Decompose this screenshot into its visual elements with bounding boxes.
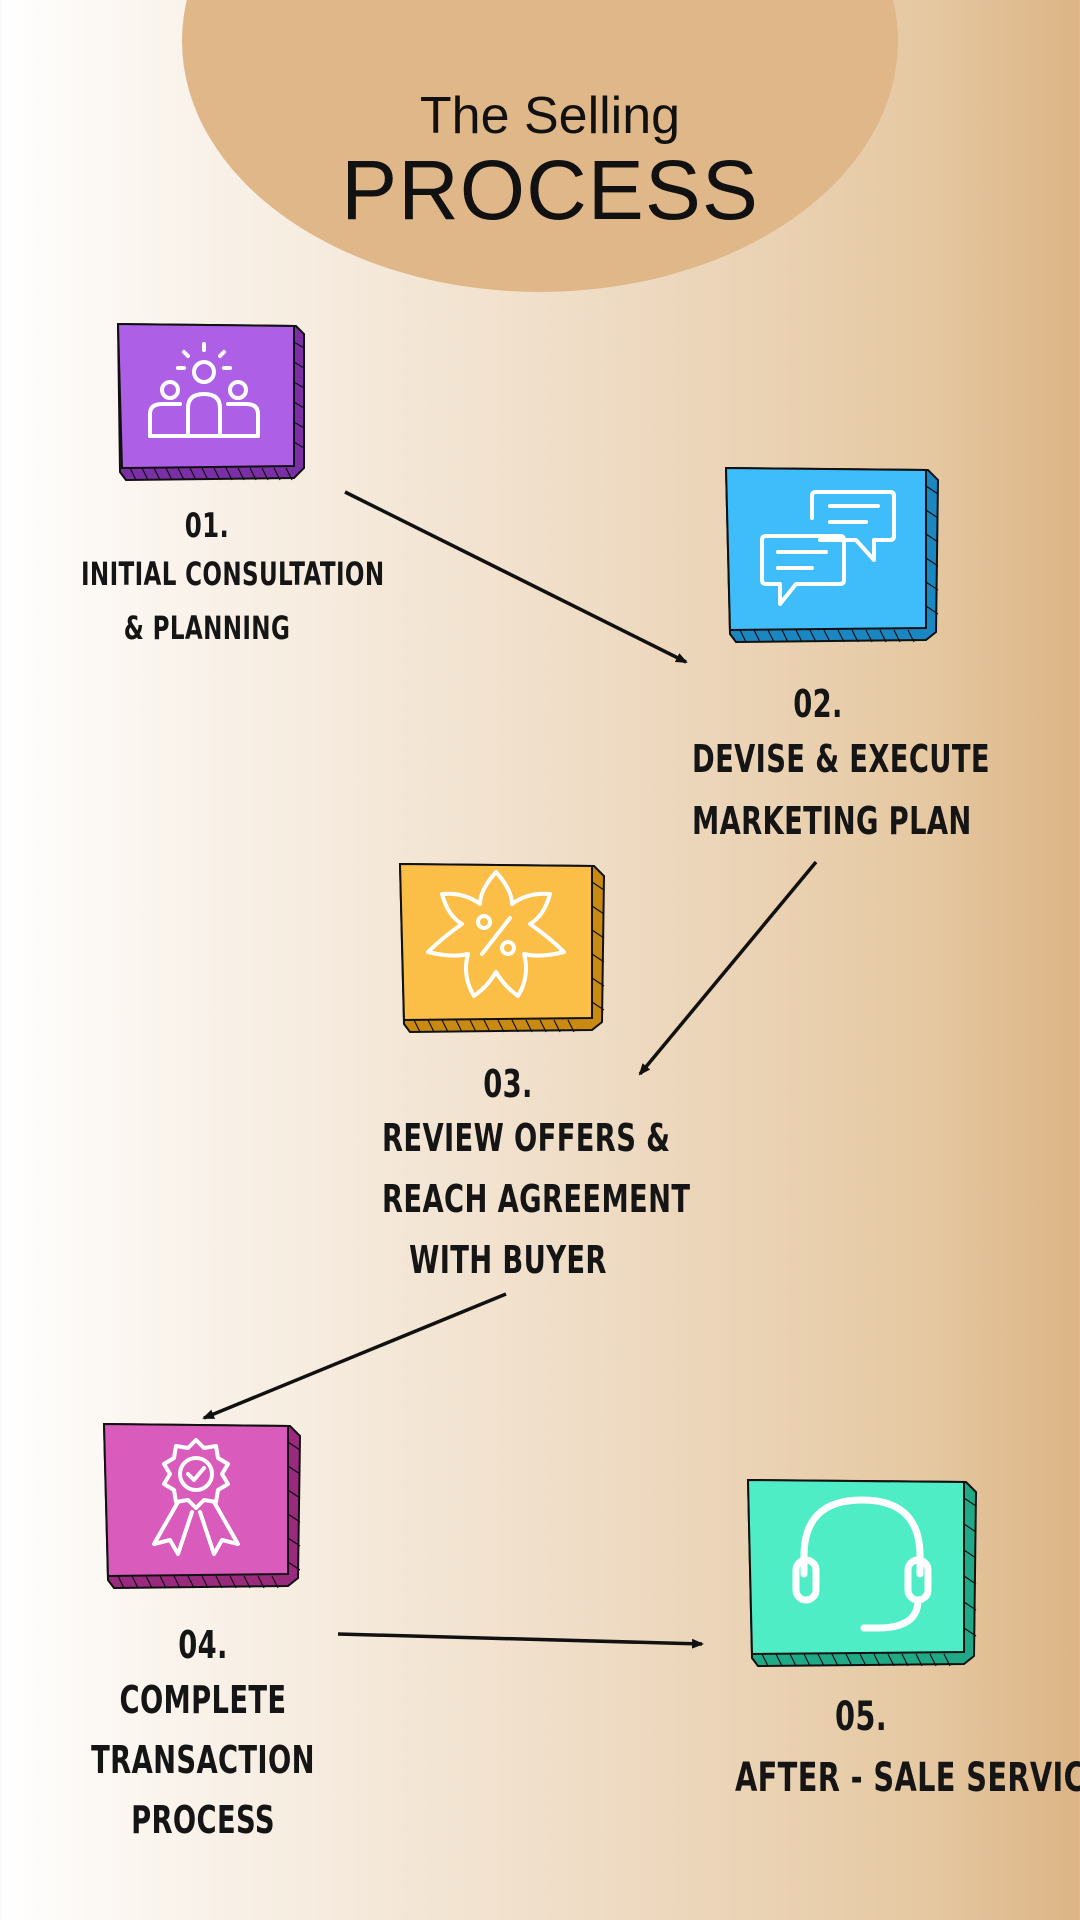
step-4-number: 04. bbox=[178, 1623, 228, 1667]
step-5-line-1: AFTER - SALE SERVICE bbox=[735, 1755, 1080, 1801]
arrow-1-to-2 bbox=[344, 490, 688, 664]
step-3-card bbox=[398, 862, 606, 1034]
team-icon bbox=[148, 342, 260, 438]
step-1-line-1: INITIAL CONSULTATION bbox=[80, 555, 385, 593]
arrow-2-to-3 bbox=[638, 860, 818, 1076]
award-ribbon-icon bbox=[152, 1438, 240, 1556]
step-2-line-2: MARKETING PLAN bbox=[692, 799, 972, 843]
step-5-text: 05. AFTER - SALE SERVICE bbox=[735, 1692, 1080, 1814]
step-4-text: 04. COMPLETE TRANSACTION PROCESS bbox=[77, 1620, 329, 1850]
chat-bubbles-icon bbox=[760, 490, 896, 606]
step-4-line-1: COMPLETE bbox=[119, 1678, 287, 1722]
step-5-card bbox=[746, 1478, 978, 1668]
step-1-line-2: & PLANNING bbox=[123, 609, 291, 647]
step-3-line-1: REVIEW OFFERS & bbox=[382, 1116, 671, 1160]
arrow-4-to-5 bbox=[337, 1632, 704, 1649]
title-line-2: PROCESS bbox=[341, 143, 759, 237]
title-line-1: The Selling bbox=[419, 87, 681, 145]
step-4-card bbox=[102, 1422, 302, 1590]
step-3-line-3: WITH BUYER bbox=[409, 1238, 607, 1282]
arrow-3-to-4 bbox=[202, 1292, 507, 1420]
step-3-text: 03. REVIEW OFFERS & REACH AGREEMENT WITH… bbox=[382, 1062, 691, 1292]
step-2-number: 02. bbox=[793, 682, 843, 726]
step-1-number: 01. bbox=[184, 506, 230, 546]
headset-icon bbox=[792, 1496, 932, 1632]
step-4-line-2: TRANSACTION bbox=[91, 1738, 315, 1782]
step-4-line-3: PROCESS bbox=[131, 1798, 275, 1842]
step-2-text: 02. DEVISE & EXECUTE MARKETING PLAN bbox=[692, 682, 990, 850]
step-1-card bbox=[116, 322, 305, 482]
step-2-line-1: DEVISE & EXECUTE bbox=[692, 737, 990, 781]
step-1-text: 01. INITIAL CONSULTATION & PLANNING bbox=[80, 506, 385, 654]
discount-badge-icon bbox=[426, 870, 566, 998]
step-2-card bbox=[724, 466, 940, 644]
step-3-line-2: REACH AGREEMENT bbox=[382, 1177, 691, 1221]
title-block: The Selling PROCESS bbox=[0, 86, 1080, 234]
step-5-number: 05. bbox=[834, 1694, 888, 1740]
step-3-number: 03. bbox=[483, 1062, 533, 1106]
